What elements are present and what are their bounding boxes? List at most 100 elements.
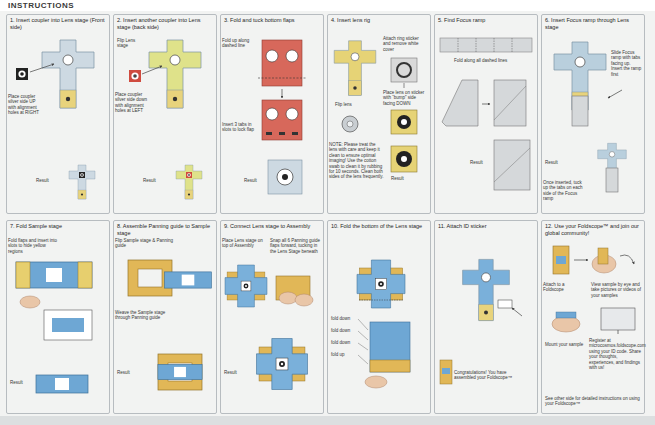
result-figure	[176, 165, 202, 199]
arrow	[142, 66, 162, 74]
step-note: fold down	[331, 328, 357, 333]
bottom-flap	[370, 360, 410, 372]
arrow	[282, 89, 283, 98]
foldscope-icon	[556, 256, 566, 264]
step-title: 7. Fold Sample stage	[7, 221, 109, 231]
assembled-stage	[357, 260, 405, 308]
result-figure	[69, 165, 95, 199]
hand	[295, 294, 313, 306]
hole	[266, 50, 278, 62]
step-note: Fold along all dashed lines	[454, 58, 514, 63]
step-panel: 12. Use your Foldscope™ and join our glo…	[541, 220, 645, 414]
foldscope-icon	[440, 360, 452, 384]
focus-ramp	[440, 38, 532, 52]
leader-line	[358, 355, 368, 364]
folded-stage	[44, 310, 92, 340]
screen-icon	[601, 308, 635, 330]
arrow	[30, 64, 54, 72]
result-figure	[391, 146, 417, 172]
step-note: Place lens on sticker with “bump” side f…	[383, 90, 427, 106]
foldscope-icon	[598, 248, 608, 264]
hole	[286, 50, 298, 62]
step-note: NOTE: Please treat the lens with care an…	[329, 142, 385, 180]
hole	[286, 108, 298, 120]
step-note: Attach to a Foldscope	[543, 282, 583, 293]
arrow	[574, 260, 588, 261]
step-note: fold down	[331, 340, 357, 345]
step-title: 9. Connect Lens stage to Assembly	[221, 221, 323, 231]
coupler	[16, 68, 28, 80]
lens	[342, 116, 358, 132]
result-figure	[494, 140, 530, 190]
fold-line	[476, 38, 477, 52]
ramp-edge	[494, 148, 530, 182]
result-figure	[36, 375, 88, 393]
step-note: Flip lens	[335, 102, 365, 107]
step-title: 2. Insert another coupler into Lens stag…	[114, 15, 216, 31]
hand	[552, 316, 580, 332]
screen-stand	[618, 330, 619, 334]
photo-edge	[0, 416, 655, 425]
fold-line	[458, 38, 459, 52]
step-title: 6. Insert Focus ramp through Lens stage	[542, 15, 644, 31]
arrow	[620, 255, 634, 264]
step-note: fold down	[331, 316, 357, 321]
sample-stage	[158, 364, 202, 379]
sheet-title: INSTRUCTIONS	[8, 1, 74, 10]
step-note: Flip Lens stage	[117, 38, 145, 49]
lens-stage	[334, 41, 376, 95]
focus-ramp	[606, 168, 618, 192]
fold-line	[512, 38, 513, 52]
coupler	[129, 70, 141, 82]
step-note: Flip Sample stage & Panning guide	[115, 238, 175, 249]
step-note: Place coupler silver side down with alig…	[115, 92, 149, 114]
lens	[401, 119, 407, 125]
leader-line	[358, 343, 368, 350]
step-title: 10. Fold the bottom of the Lens stage	[328, 221, 430, 231]
lens	[347, 121, 353, 127]
hole	[282, 174, 288, 180]
folded-stage	[52, 318, 84, 332]
step-note: View sample by eye and take pictures or …	[591, 282, 643, 298]
lens-stage	[149, 40, 201, 108]
result-figure	[257, 339, 308, 390]
step-note: Result	[470, 160, 492, 165]
step-title: 8. Assemble Panning guide to Sample stag…	[114, 221, 216, 237]
step-note: Once inserted, tuck up the tabs on each …	[543, 180, 587, 202]
fold-line	[494, 38, 495, 52]
step-note: Weave the Sample stage through Panning g…	[115, 310, 175, 321]
step-panel: 11. Attach ID sticker	[434, 220, 538, 414]
step-title: 11. Attach ID sticker	[435, 221, 537, 231]
sample-slide	[556, 312, 576, 318]
step-note: Fold up along dashed line	[222, 38, 256, 49]
yellow-flap	[16, 262, 30, 288]
hand	[365, 376, 387, 388]
lens	[397, 115, 411, 129]
step-panel: 5. Find Focus ramp	[434, 14, 538, 214]
leader-line	[358, 319, 368, 330]
ring	[397, 63, 411, 77]
step-note: See other side for detailed instructions…	[545, 396, 641, 407]
arrow	[608, 90, 622, 98]
hand	[279, 292, 297, 304]
arrow	[482, 104, 490, 105]
foldscope-icon	[553, 246, 569, 274]
slot	[279, 132, 285, 135]
lens-stage-side	[370, 322, 410, 372]
step-title: 12. Use your Foldscope™ and join our glo…	[542, 221, 644, 237]
step-note: Result	[391, 176, 413, 181]
arrow	[512, 308, 522, 316]
id-sticker	[498, 300, 512, 308]
step-note: Result	[545, 160, 567, 165]
coupler	[79, 172, 85, 178]
lens-stage	[463, 259, 510, 320]
flap	[262, 100, 302, 140]
step-note: Snap all 6 Panning guide flaps forward, …	[270, 238, 322, 254]
focus-ramp	[572, 96, 588, 126]
step-title: 5. Find Focus ramp	[435, 15, 537, 25]
step-title: 3. Fold and tuck bottom flaps	[221, 15, 323, 25]
step-note: Result	[244, 178, 266, 183]
